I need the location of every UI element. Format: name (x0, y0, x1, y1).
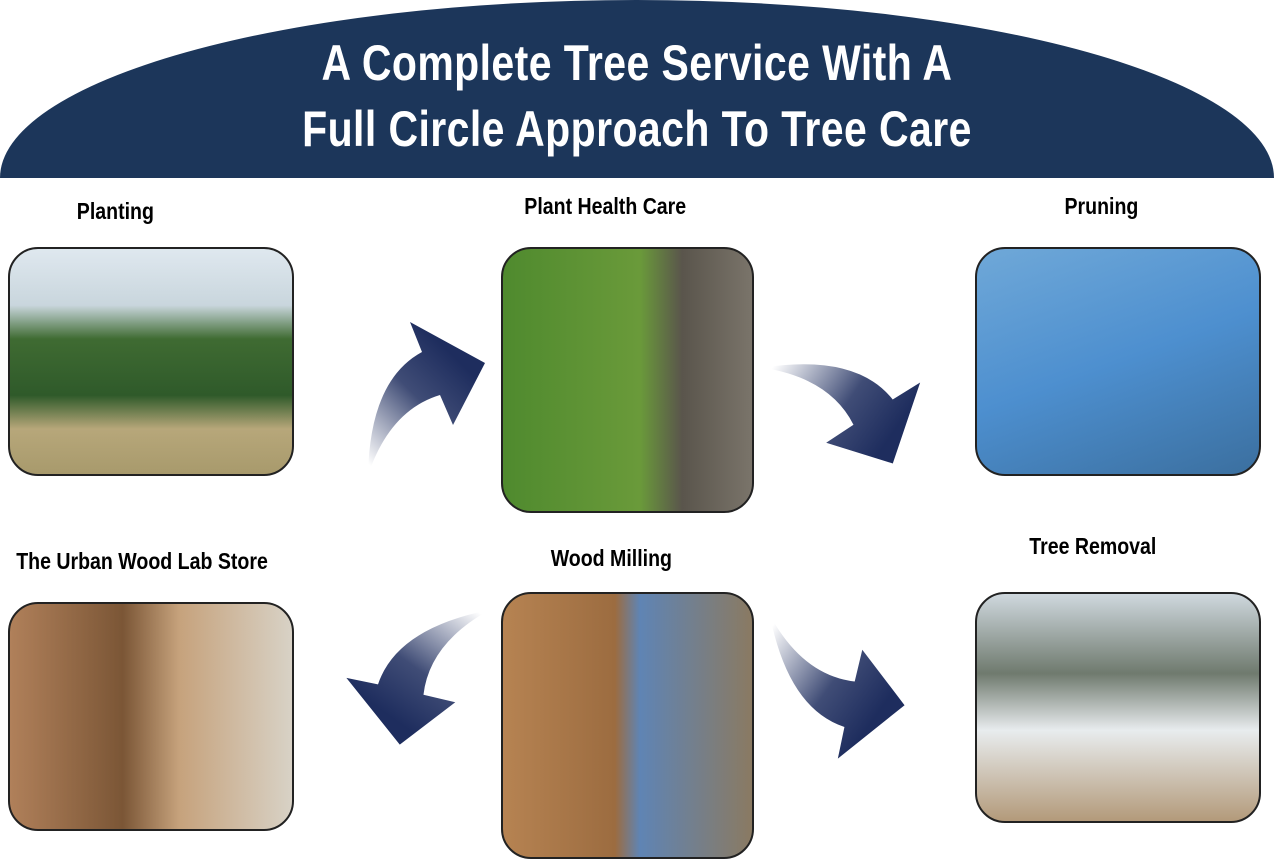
arrow-removal-to-milling (769, 615, 905, 759)
arrow-milling-to-store (346, 609, 490, 745)
label-plant-health-care: Plant Health Care (524, 193, 687, 219)
photo-urban-wood-lab-store (8, 602, 294, 831)
title-line-1: A Complete Tree Service With A (321, 35, 953, 91)
label-pruning: Pruning (1064, 193, 1139, 219)
label-tree-removal: Tree Removal (1029, 533, 1157, 559)
arrow-health-to-pruning (762, 364, 921, 464)
photo-tree-removal (975, 592, 1261, 823)
label-urban-wood-lab-store: The Urban Wood Lab Store (16, 548, 268, 574)
label-planting: Planting (76, 198, 154, 224)
photo-planting (8, 247, 294, 476)
photo-wood-milling (501, 592, 754, 859)
photo-plant-health-care (501, 247, 754, 513)
label-wood-milling: Wood Milling (550, 545, 672, 571)
photo-pruning (975, 247, 1261, 476)
arrow-planting-to-health (368, 322, 485, 475)
title-line-2: Full Circle Approach To Tree Care (302, 101, 972, 157)
